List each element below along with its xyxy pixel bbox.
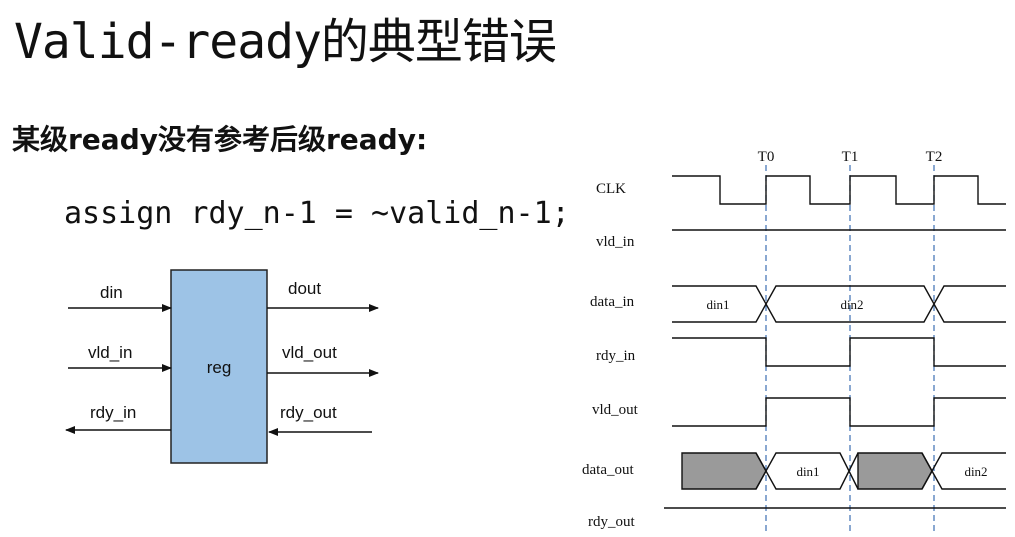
data-out-value-2: din2 bbox=[964, 464, 987, 479]
data-out-bus bbox=[755, 452, 1006, 490]
vld-out-label: vld_out bbox=[282, 343, 337, 362]
data-out-invalid-region-1 bbox=[681, 452, 767, 490]
data-out-signal-label: data_out bbox=[582, 462, 634, 478]
code-line: assign rdy_n-1 = ~valid_n-1; bbox=[64, 196, 570, 231]
din-label: din bbox=[100, 283, 123, 302]
data-in-value-1: din1 bbox=[706, 297, 729, 312]
rdy-out-signal-label: rdy_out bbox=[588, 514, 635, 530]
marker-t2-label: T2 bbox=[926, 149, 943, 165]
vld-in-signal-label: vld_in bbox=[596, 234, 635, 250]
slide-subtitle: 某级ready没有参考后级ready: bbox=[12, 123, 428, 156]
data-out-invalid-region-2 bbox=[857, 452, 933, 490]
rdy-in-waveform bbox=[672, 337, 1006, 367]
dout-label: dout bbox=[288, 279, 321, 298]
data-in-signal-label: data_in bbox=[590, 294, 635, 310]
data-in-value-2: din2 bbox=[840, 297, 863, 312]
vld-out-waveform bbox=[672, 397, 1006, 427]
rdy-in-signal-label: rdy_in bbox=[596, 348, 636, 364]
data-out-value-1: din1 bbox=[796, 464, 819, 479]
slide-title: Valid-ready的典型错误 bbox=[14, 14, 557, 70]
register-block-diagram: reg din vld_in rdy_in dout vld_out rdy_o… bbox=[65, 269, 379, 464]
timing-diagram: T0 T1 T2 CLK vld_in data_in rdy_in vld_o… bbox=[582, 149, 1006, 535]
rdy-in-label: rdy_in bbox=[90, 403, 136, 422]
vld-in-label: vld_in bbox=[88, 343, 132, 362]
clk-signal-label: CLK bbox=[596, 181, 626, 197]
marker-t0-label: T0 bbox=[758, 149, 775, 165]
rdy-out-label: rdy_out bbox=[280, 403, 337, 422]
reg-label: reg bbox=[207, 358, 232, 377]
data-in-bus bbox=[672, 285, 1006, 323]
vld-out-signal-label: vld_out bbox=[592, 402, 639, 418]
marker-t1-label: T1 bbox=[842, 149, 859, 165]
reg-block bbox=[170, 269, 268, 464]
clk-waveform bbox=[672, 175, 1006, 205]
